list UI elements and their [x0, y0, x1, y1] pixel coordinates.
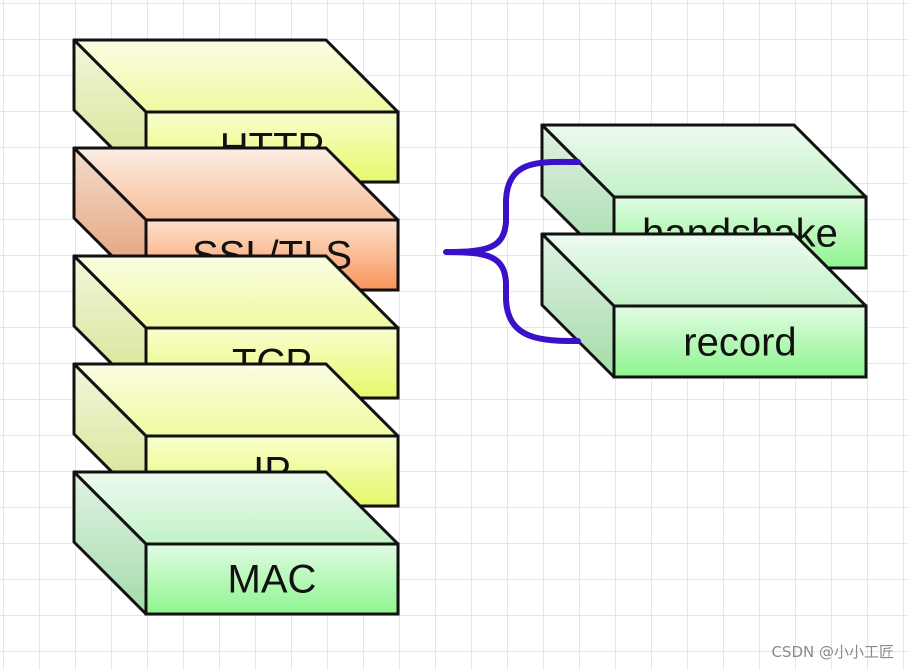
- curly-brace-connector: [443, 158, 581, 344]
- layer-mac: MAC: [72, 470, 400, 616]
- subprotocol-record: record: [540, 232, 868, 379]
- subprotocol-label-record: record: [683, 321, 796, 365]
- layer-label-mac: MAC: [228, 558, 317, 602]
- watermark: CSDN @小小工匠: [771, 643, 894, 661]
